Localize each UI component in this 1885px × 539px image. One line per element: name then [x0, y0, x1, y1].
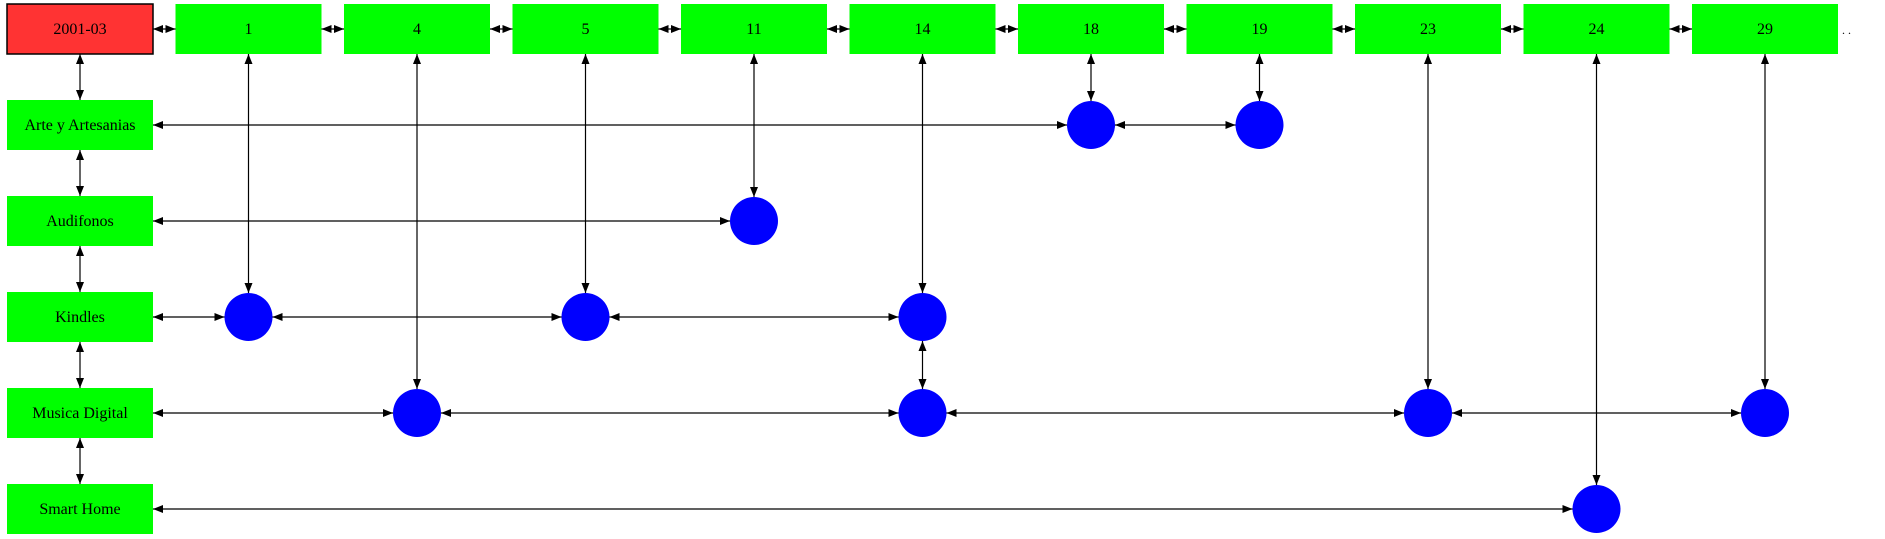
day-node-box: [1692, 4, 1838, 54]
event-dot: [1404, 389, 1452, 437]
event-dot: [1067, 101, 1115, 149]
day-node: 4: [344, 4, 490, 54]
day-node-box: [849, 4, 996, 54]
day-node-box: [1018, 4, 1164, 54]
day-node-box: [1355, 4, 1501, 54]
category-node: Audifonos: [7, 196, 153, 246]
day-node-label: 29: [1757, 21, 1773, 38]
category-node-box: [7, 484, 153, 534]
category-node-label: Kindles: [55, 309, 105, 326]
event-dot: [1741, 389, 1789, 437]
day-node: 14: [849, 4, 996, 54]
day-node: 24: [1523, 4, 1670, 54]
day-node: 1: [175, 4, 322, 54]
trailing-ellipsis: . .: [1842, 23, 1851, 37]
day-node: 23: [1355, 4, 1501, 54]
event-dot: [561, 293, 610, 341]
category-node: Arte y Artesanias: [7, 100, 153, 150]
day-node-box: [344, 4, 490, 54]
day-node-label: 19: [1252, 21, 1268, 38]
category-node-box: [7, 292, 153, 342]
day-node-label: 14: [915, 21, 931, 38]
category-node: Kindles: [7, 292, 153, 342]
category-node-label: Arte y Artesanias: [24, 117, 135, 134]
event-dot: [898, 389, 947, 437]
edges-layer: [76, 25, 1769, 513]
day-node-box: [1523, 4, 1670, 54]
event-dot: [1572, 485, 1621, 533]
root-date-node: 2001-03: [6, 3, 154, 55]
day-node-label: 24: [1589, 21, 1605, 38]
day-node-label: 18: [1083, 21, 1099, 38]
day-node-label: 5: [582, 21, 590, 38]
event-dot: [393, 389, 441, 437]
event-dot: [224, 293, 273, 341]
event-dot: [730, 197, 778, 245]
day-node-box: [681, 4, 827, 54]
root-date-node-box: [6, 3, 154, 55]
root-date-node-label: 2001-03: [53, 21, 106, 38]
category-node-box: [7, 388, 153, 438]
category-node-label: Musica Digital: [32, 405, 128, 422]
day-node: 19: [1186, 4, 1333, 54]
category-node-label: Smart Home: [39, 501, 120, 518]
day-node-box: [512, 4, 659, 54]
day-node-label: 1: [245, 21, 253, 38]
category-node: Musica Digital: [7, 388, 153, 438]
category-node-box: [7, 100, 153, 150]
event-dot: [898, 293, 947, 341]
day-node-box: [1186, 4, 1333, 54]
day-node-label: 23: [1420, 21, 1436, 38]
day-node-box: [175, 4, 322, 54]
event-dot: [1235, 101, 1284, 149]
category-node: Smart Home: [7, 484, 153, 534]
day-node-label: 4: [413, 21, 421, 38]
day-node: 18: [1018, 4, 1164, 54]
day-node: 29: [1692, 4, 1838, 54]
day-node-label: 11: [746, 21, 761, 38]
day-node: 11: [681, 4, 827, 54]
day-node: 5: [512, 4, 659, 54]
category-node-label: Audifonos: [46, 213, 114, 230]
category-node-box: [7, 196, 153, 246]
